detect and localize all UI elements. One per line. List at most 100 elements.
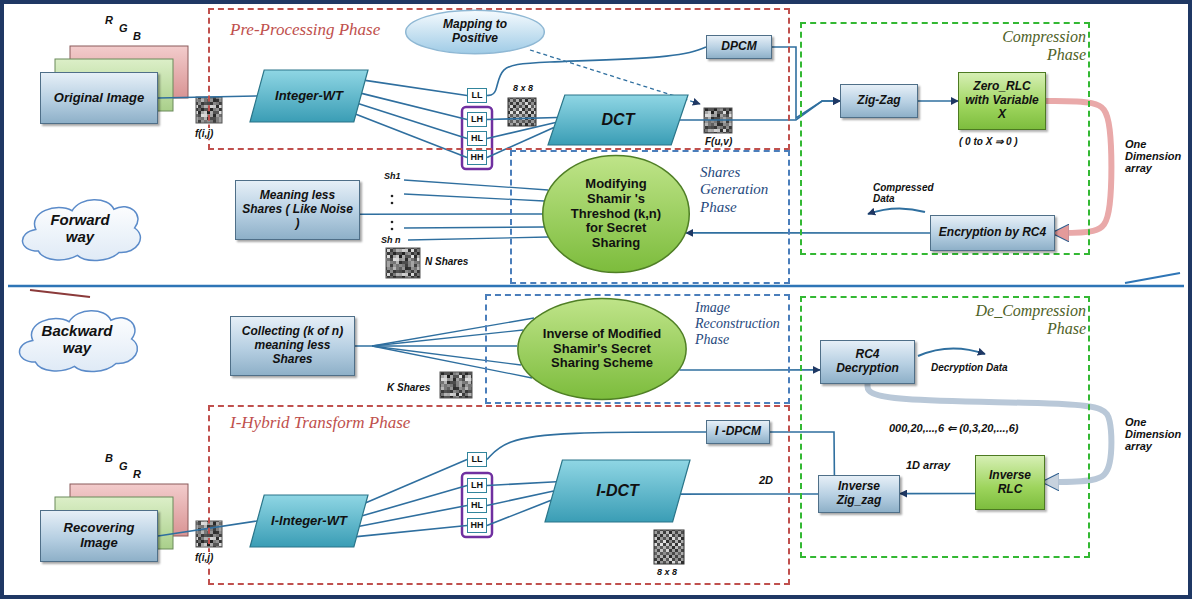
parallelogram: [250, 495, 368, 547]
node-text: I-DCT: [596, 482, 639, 500]
annotation: f(i,j): [194, 128, 214, 139]
text-area: RC4 Decryption: [825, 344, 911, 381]
node-text: LH: [471, 114, 483, 124]
subband-box: LL: [467, 452, 487, 467]
circle-node: Modifying Shamir 's Threshod (k,n) for S…: [542, 155, 690, 273]
separator: [8, 285, 1184, 288]
connector: [360, 213, 542, 215]
dot: [391, 228, 394, 231]
node-text: I-Integer-WT: [271, 514, 347, 529]
connector: [487, 482, 556, 486]
annotation: B: [104, 452, 114, 464]
transform-block: DCT: [548, 95, 688, 145]
edge-label: 1D array: [905, 459, 951, 471]
connector: [362, 93, 467, 119]
share-noise: [440, 372, 472, 398]
annotation: B: [132, 30, 142, 42]
subband-box: HL: [467, 498, 487, 513]
connector: [487, 500, 551, 525]
text-area: Encryption by RC4: [936, 218, 1049, 248]
process-box: RC4 Decryption: [820, 340, 915, 384]
phase-title: Pre-Processing Phase: [230, 20, 430, 40]
node-text: HH: [471, 152, 484, 162]
connector: [770, 432, 834, 475]
node-text: Inverse of Modified Shamir's Secret Shar…: [543, 327, 662, 372]
text-area: Inverse RLC: [979, 459, 1040, 506]
annotation: f(i,j): [194, 552, 214, 563]
node-text: Modifying Shamir 's Threshod (k,n) for S…: [564, 177, 668, 252]
annotation: R: [132, 468, 142, 480]
text-area: HH: [468, 519, 485, 532]
cloud-label: Forward way: [15, 192, 145, 264]
annotation: 000,20,...,6 ⇐ (0,3,20,...,6): [888, 422, 1019, 434]
transform-block: I-Integer-WT: [250, 495, 368, 547]
connector: [686, 232, 930, 234]
annotation: Sh1: [383, 172, 402, 182]
node-text: Forward way: [36, 211, 124, 246]
text-area: LH: [468, 113, 485, 126]
process-box: Zero_RLC with Variable X: [958, 72, 1046, 130]
connector: [365, 80, 467, 95]
process-box: Inverse Zig_zag: [818, 475, 900, 513]
text-area: Inverse of Modified Shamir's Secret Shar…: [543, 308, 662, 390]
fan-line: [372, 318, 534, 346]
ellipse: [518, 299, 686, 400]
cloud: [22, 200, 140, 261]
node-text: Integer-WT: [275, 89, 343, 104]
node-text: RC4 Decryption: [825, 348, 911, 376]
node-text: Encryption by RC4: [939, 226, 1046, 240]
annotation: R: [104, 14, 114, 26]
dots: [391, 195, 394, 231]
phase-region: I -DPCMLLI-Integer-WTLHHLHHI-DCTI-Hybrid…: [208, 405, 790, 585]
text-area: Integer-WT: [268, 75, 351, 117]
subband-box: HH: [467, 518, 487, 533]
phase-region: Zig-ZagZero_RLC with Variable XEncryptio…: [800, 22, 1090, 255]
dot: [391, 202, 394, 205]
circle-node: Inverse of Modified Shamir's Secret Shar…: [517, 298, 687, 400]
text-area: LL: [468, 453, 485, 466]
node-text: Recovering Image: [46, 521, 153, 551]
transform-block: I-DCT: [545, 460, 690, 522]
annotation: Decryption Data: [930, 362, 1009, 373]
connector: [362, 486, 467, 516]
connector: [1046, 101, 1111, 233]
connector: [679, 369, 820, 371]
process-box: Recovering Image: [40, 510, 158, 562]
text-area: Forward way: [36, 206, 124, 249]
process-box: Meaning less Shares ( Like Noise ): [235, 180, 360, 240]
ellipse: [406, 10, 545, 54]
cloud-label: Backward way: [12, 303, 142, 375]
text-area: HH: [468, 151, 485, 164]
text-area: I -DPCM: [709, 422, 766, 441]
connector: [487, 47, 706, 96]
block-grid: [508, 98, 536, 126]
transform-block: Integer-WT: [250, 70, 368, 122]
subband-box: LH: [467, 112, 487, 127]
node-text: LL: [472, 454, 483, 464]
text-area: I-DCT: [567, 466, 669, 516]
node-text: Original Image: [54, 91, 144, 106]
edge-label: 2D: [758, 474, 774, 486]
text-area: Mapping to Positive: [426, 16, 524, 48]
connector: [356, 114, 467, 157]
node-text: LL: [472, 90, 483, 100]
annotation: G: [118, 22, 129, 34]
node-text: Backward way: [33, 322, 121, 357]
connector: [357, 526, 467, 537]
block-grid: [654, 530, 684, 564]
text-area: DCT: [569, 100, 667, 140]
node-text: Zero_RLC with Variable X: [963, 80, 1040, 121]
process-box: Inverse RLC: [975, 455, 1045, 510]
node-text: HL: [471, 133, 483, 143]
annotation: Compressed Data: [872, 182, 930, 204]
annotation: Sh n: [380, 236, 402, 246]
connector: [918, 100, 958, 102]
connector: [680, 101, 840, 120]
text-area: Zero_RLC with Variable X: [963, 76, 1040, 125]
phase-region: Inverse of Modified Shamir's Secret Shar…: [485, 294, 790, 404]
parallelogram: [545, 460, 690, 522]
annotation: 8 x 8: [512, 84, 534, 94]
text-area: DPCM: [710, 37, 769, 56]
text-area: Meaning less Shares ( Like Noise ): [241, 184, 354, 235]
